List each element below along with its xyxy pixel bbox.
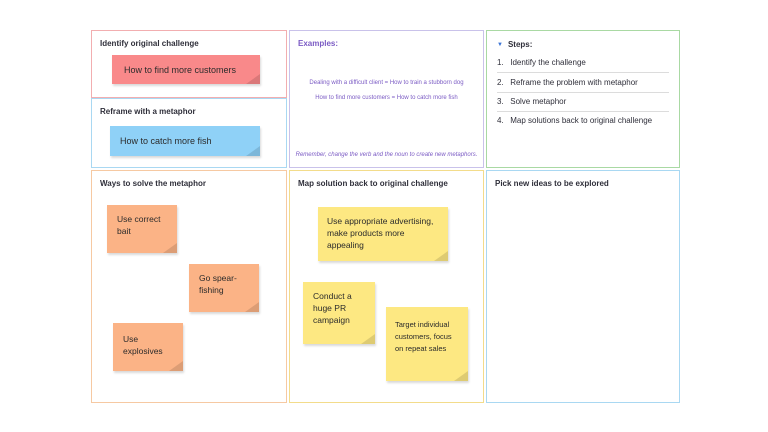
collapse-triangle-icon[interactable]: ▼ bbox=[497, 41, 503, 48]
identify-challenge-title: Identify original challenge bbox=[100, 39, 199, 48]
example-line-2: How to find more customers = How to catc… bbox=[315, 95, 458, 101]
original-challenge-note[interactable]: How to find more customers bbox=[112, 55, 260, 84]
pick-ideas-title: Pick new ideas to be explored bbox=[495, 179, 609, 188]
map-solution-title: Map solution back to original challenge bbox=[298, 179, 448, 188]
solve-metaphor-title: Ways to solve the metaphor bbox=[100, 179, 206, 188]
original-challenge-note-text: How to find more customers bbox=[124, 64, 237, 75]
solution-note[interactable]: Use correct bait bbox=[107, 205, 177, 253]
step-item: 4. Map solutions back to original challe… bbox=[497, 116, 653, 125]
reframe-metaphor-title: Reframe with a metaphor bbox=[100, 107, 196, 116]
examples-title: Examples: bbox=[298, 39, 339, 48]
step-item: 1. Identify the challenge bbox=[497, 53, 669, 73]
steps-title: Steps: bbox=[507, 40, 533, 49]
examples-panel: Examples: Dealing with a difficult clien… bbox=[289, 30, 484, 168]
example-line-1: Dealing with a difficult client = How to… bbox=[309, 80, 464, 86]
step-item: 3. Solve metaphor bbox=[497, 92, 669, 112]
step-item: 2. Reframe the problem with metaphor bbox=[497, 73, 669, 93]
mapped-solution-note[interactable]: Target individual customers, focus on re… bbox=[386, 307, 468, 381]
steps-panel: ▼ Steps: 1. Identify the challenge 2. Re… bbox=[486, 30, 680, 168]
metaphor-note[interactable]: How to catch more fish bbox=[110, 126, 260, 156]
solution-note[interactable]: Go spear-fishing bbox=[189, 264, 259, 312]
mapped-solution-note[interactable]: Use appropriate advertising, make produc… bbox=[318, 207, 448, 261]
metaphor-note-text: How to catch more fish bbox=[120, 136, 212, 146]
solution-note[interactable]: Use explosives bbox=[113, 323, 183, 371]
examples-footer: Remember, change the verb and the noun t… bbox=[295, 152, 478, 158]
identify-challenge-panel: Identify original challenge How to find … bbox=[91, 30, 287, 98]
mapped-solution-note[interactable]: Conduct a huge PR campaign bbox=[303, 282, 375, 344]
reframe-metaphor-panel: Reframe with a metaphor How to catch mor… bbox=[91, 98, 287, 168]
pick-ideas-panel: Pick new ideas to be explored bbox=[486, 170, 680, 403]
steps-header[interactable]: ▼ Steps: bbox=[497, 40, 532, 49]
solve-metaphor-panel: Ways to solve the metaphor Use correct b… bbox=[91, 170, 287, 403]
map-solution-panel: Map solution back to original challenge … bbox=[289, 170, 484, 403]
